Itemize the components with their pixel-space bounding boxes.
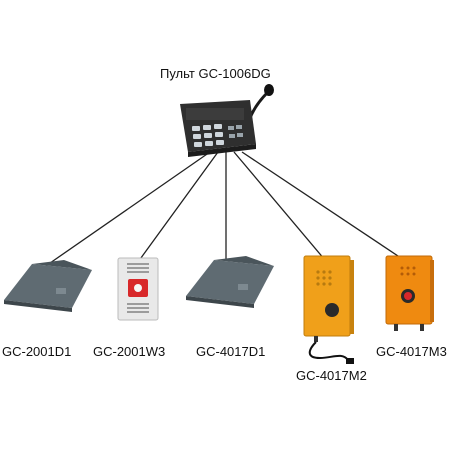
wire-gc-4017m2 — [233, 151, 326, 261]
gc-2001d1-label: GC-2001D1 — [2, 344, 72, 359]
gc-4017d1-label: GC-4017D1 — [196, 344, 266, 359]
gc-4017m2-device-image — [303, 255, 354, 364]
gc-4017m2-label: GC-4017M2 — [296, 368, 367, 383]
gc-2001w3-label: GC-2001W3 — [93, 344, 166, 359]
gc-4017d1-device-image — [186, 256, 274, 308]
gc-2001w3-device-image — [117, 257, 159, 321]
wire-gc-4017m3 — [241, 151, 405, 261]
console-device-image — [180, 84, 274, 157]
gc-4017m3-device-image — [385, 255, 434, 331]
gc-2001d1-device-image — [4, 260, 92, 312]
wire-gc-2001d1 — [39, 151, 211, 271]
gc-4017m3-label: GC-4017M3 — [376, 344, 447, 359]
wire-gc-2001w3 — [137, 151, 219, 263]
console-title: Пульт GC-1006DG — [160, 66, 271, 81]
